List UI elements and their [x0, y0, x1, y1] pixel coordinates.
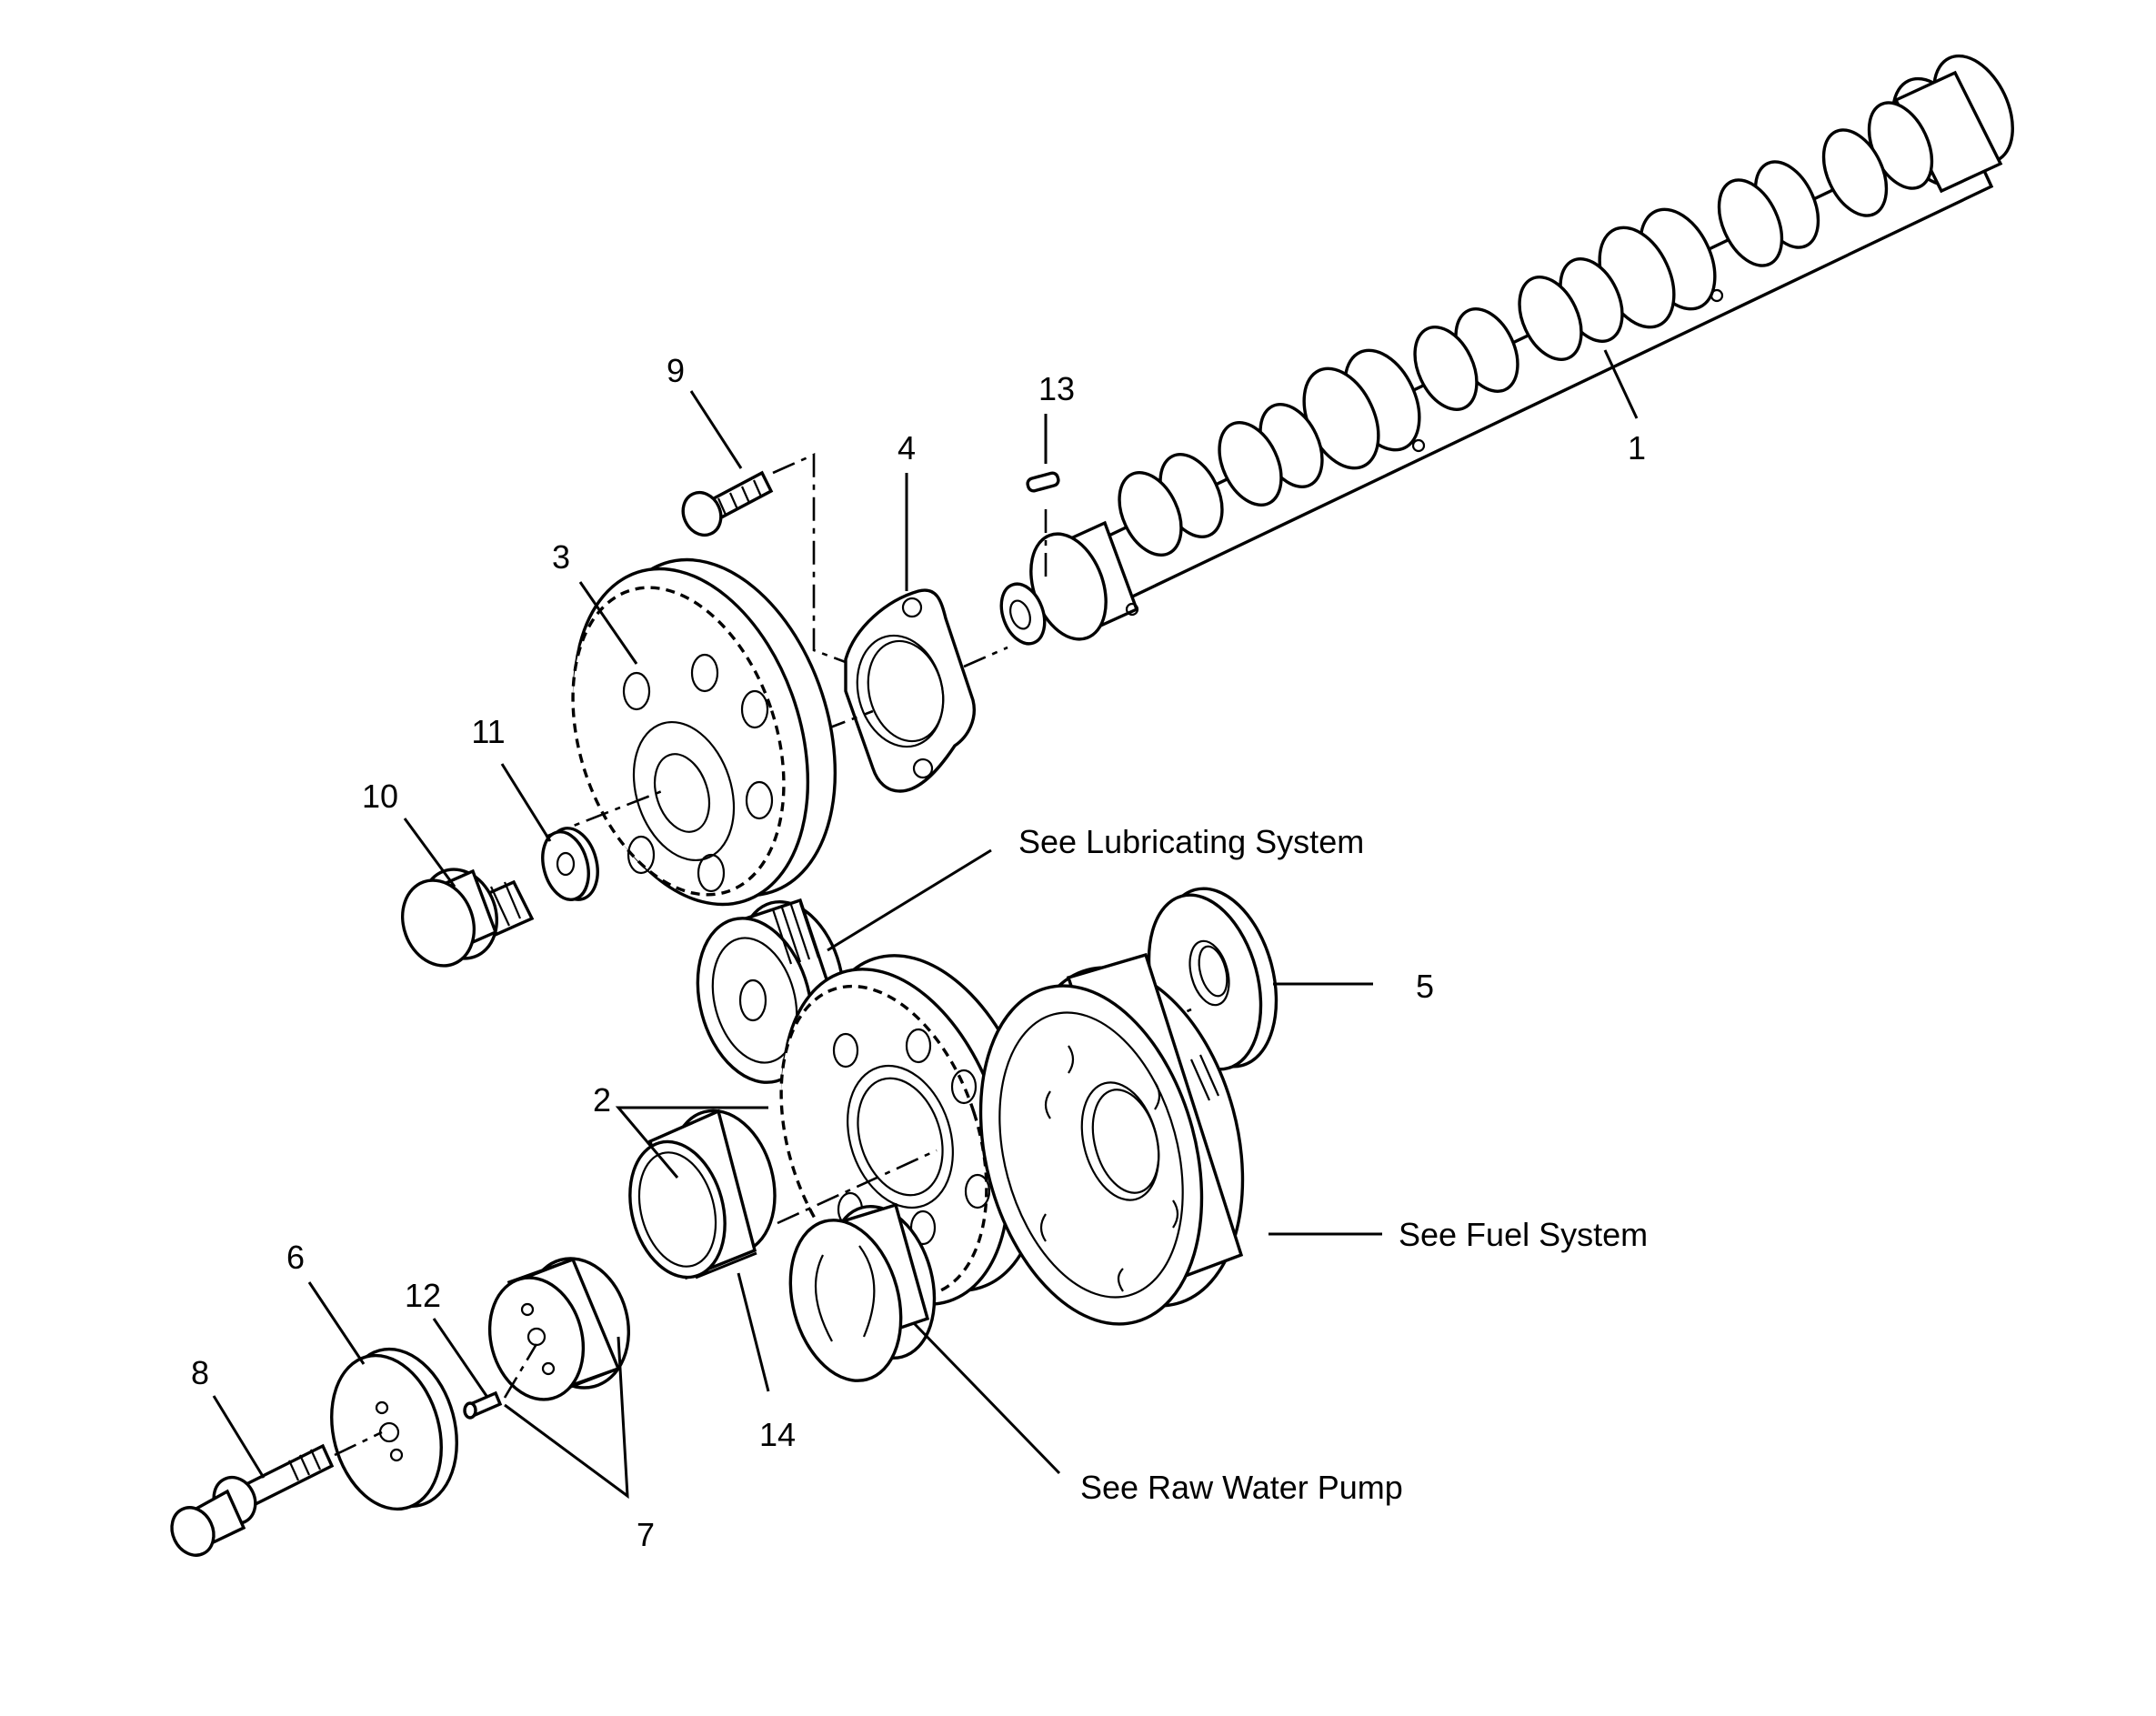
- leader-8: [212, 1395, 266, 1479]
- gear-spacer: [628, 1109, 777, 1280]
- camshaft: [999, 54, 2014, 646]
- leader-lines: [212, 349, 1639, 1500]
- leader-10: [403, 818, 456, 888]
- thrust-plate: [822, 588, 1008, 793]
- leader-1: [1603, 349, 1639, 419]
- camshaft-gear: [545, 557, 837, 907]
- note-fuel-system: See Fuel System: [1399, 1216, 1648, 1253]
- note-raw-water-pump: See Raw Water Pump: [1080, 1469, 1403, 1506]
- callout-2: 2: [593, 1081, 611, 1119]
- raw-water-pump-gear: [788, 1202, 937, 1382]
- leader-6: [307, 1281, 366, 1365]
- fuel-pump-drive-pulley: [978, 952, 1245, 1326]
- camshaft-gear-bolt: [400, 868, 535, 968]
- leader-3: [578, 581, 638, 665]
- pulley-washer-plate: [330, 1347, 458, 1511]
- leader-12: [432, 1318, 488, 1397]
- callout-3: 3: [552, 538, 570, 576]
- callout-6: 6: [286, 1239, 305, 1276]
- callout-5: 5: [1416, 968, 1434, 1005]
- crankshaft-hub: [487, 1257, 630, 1401]
- leader-lubricating: [827, 848, 992, 952]
- callout-14: 14: [759, 1416, 796, 1453]
- reference-notes: See Lubricating System See Fuel System S…: [1018, 823, 1648, 1506]
- washer: [541, 827, 599, 901]
- crankshaft-hub-bolt: [170, 1430, 383, 1557]
- leader-2: [615, 1106, 768, 1179]
- leader-9: [689, 390, 743, 469]
- callout-9: 9: [667, 352, 685, 389]
- callout-11: 11: [471, 713, 505, 750]
- callout-10: 10: [362, 778, 398, 815]
- dowel-pin: [463, 1343, 538, 1420]
- callout-4: 4: [897, 429, 916, 467]
- callout-12: 12: [405, 1277, 441, 1314]
- leader-14: [737, 1272, 770, 1392]
- callout-1: 1: [1628, 429, 1646, 467]
- leader-11: [500, 763, 552, 842]
- callout-7: 7: [637, 1516, 655, 1553]
- thrust-plate-bolt: [681, 452, 851, 666]
- leader-7: [504, 1336, 629, 1500]
- leader-raw-water: [912, 1321, 1061, 1475]
- callout-8: 8: [191, 1354, 209, 1391]
- callout-numbers: 1 2 3 4 5 6 7 8 9 10 11 12 13 14: [191, 352, 1646, 1553]
- callout-13: 13: [1038, 370, 1075, 407]
- note-lubricating-system: See Lubricating System: [1018, 823, 1364, 860]
- woodruff-key: [1026, 471, 1060, 582]
